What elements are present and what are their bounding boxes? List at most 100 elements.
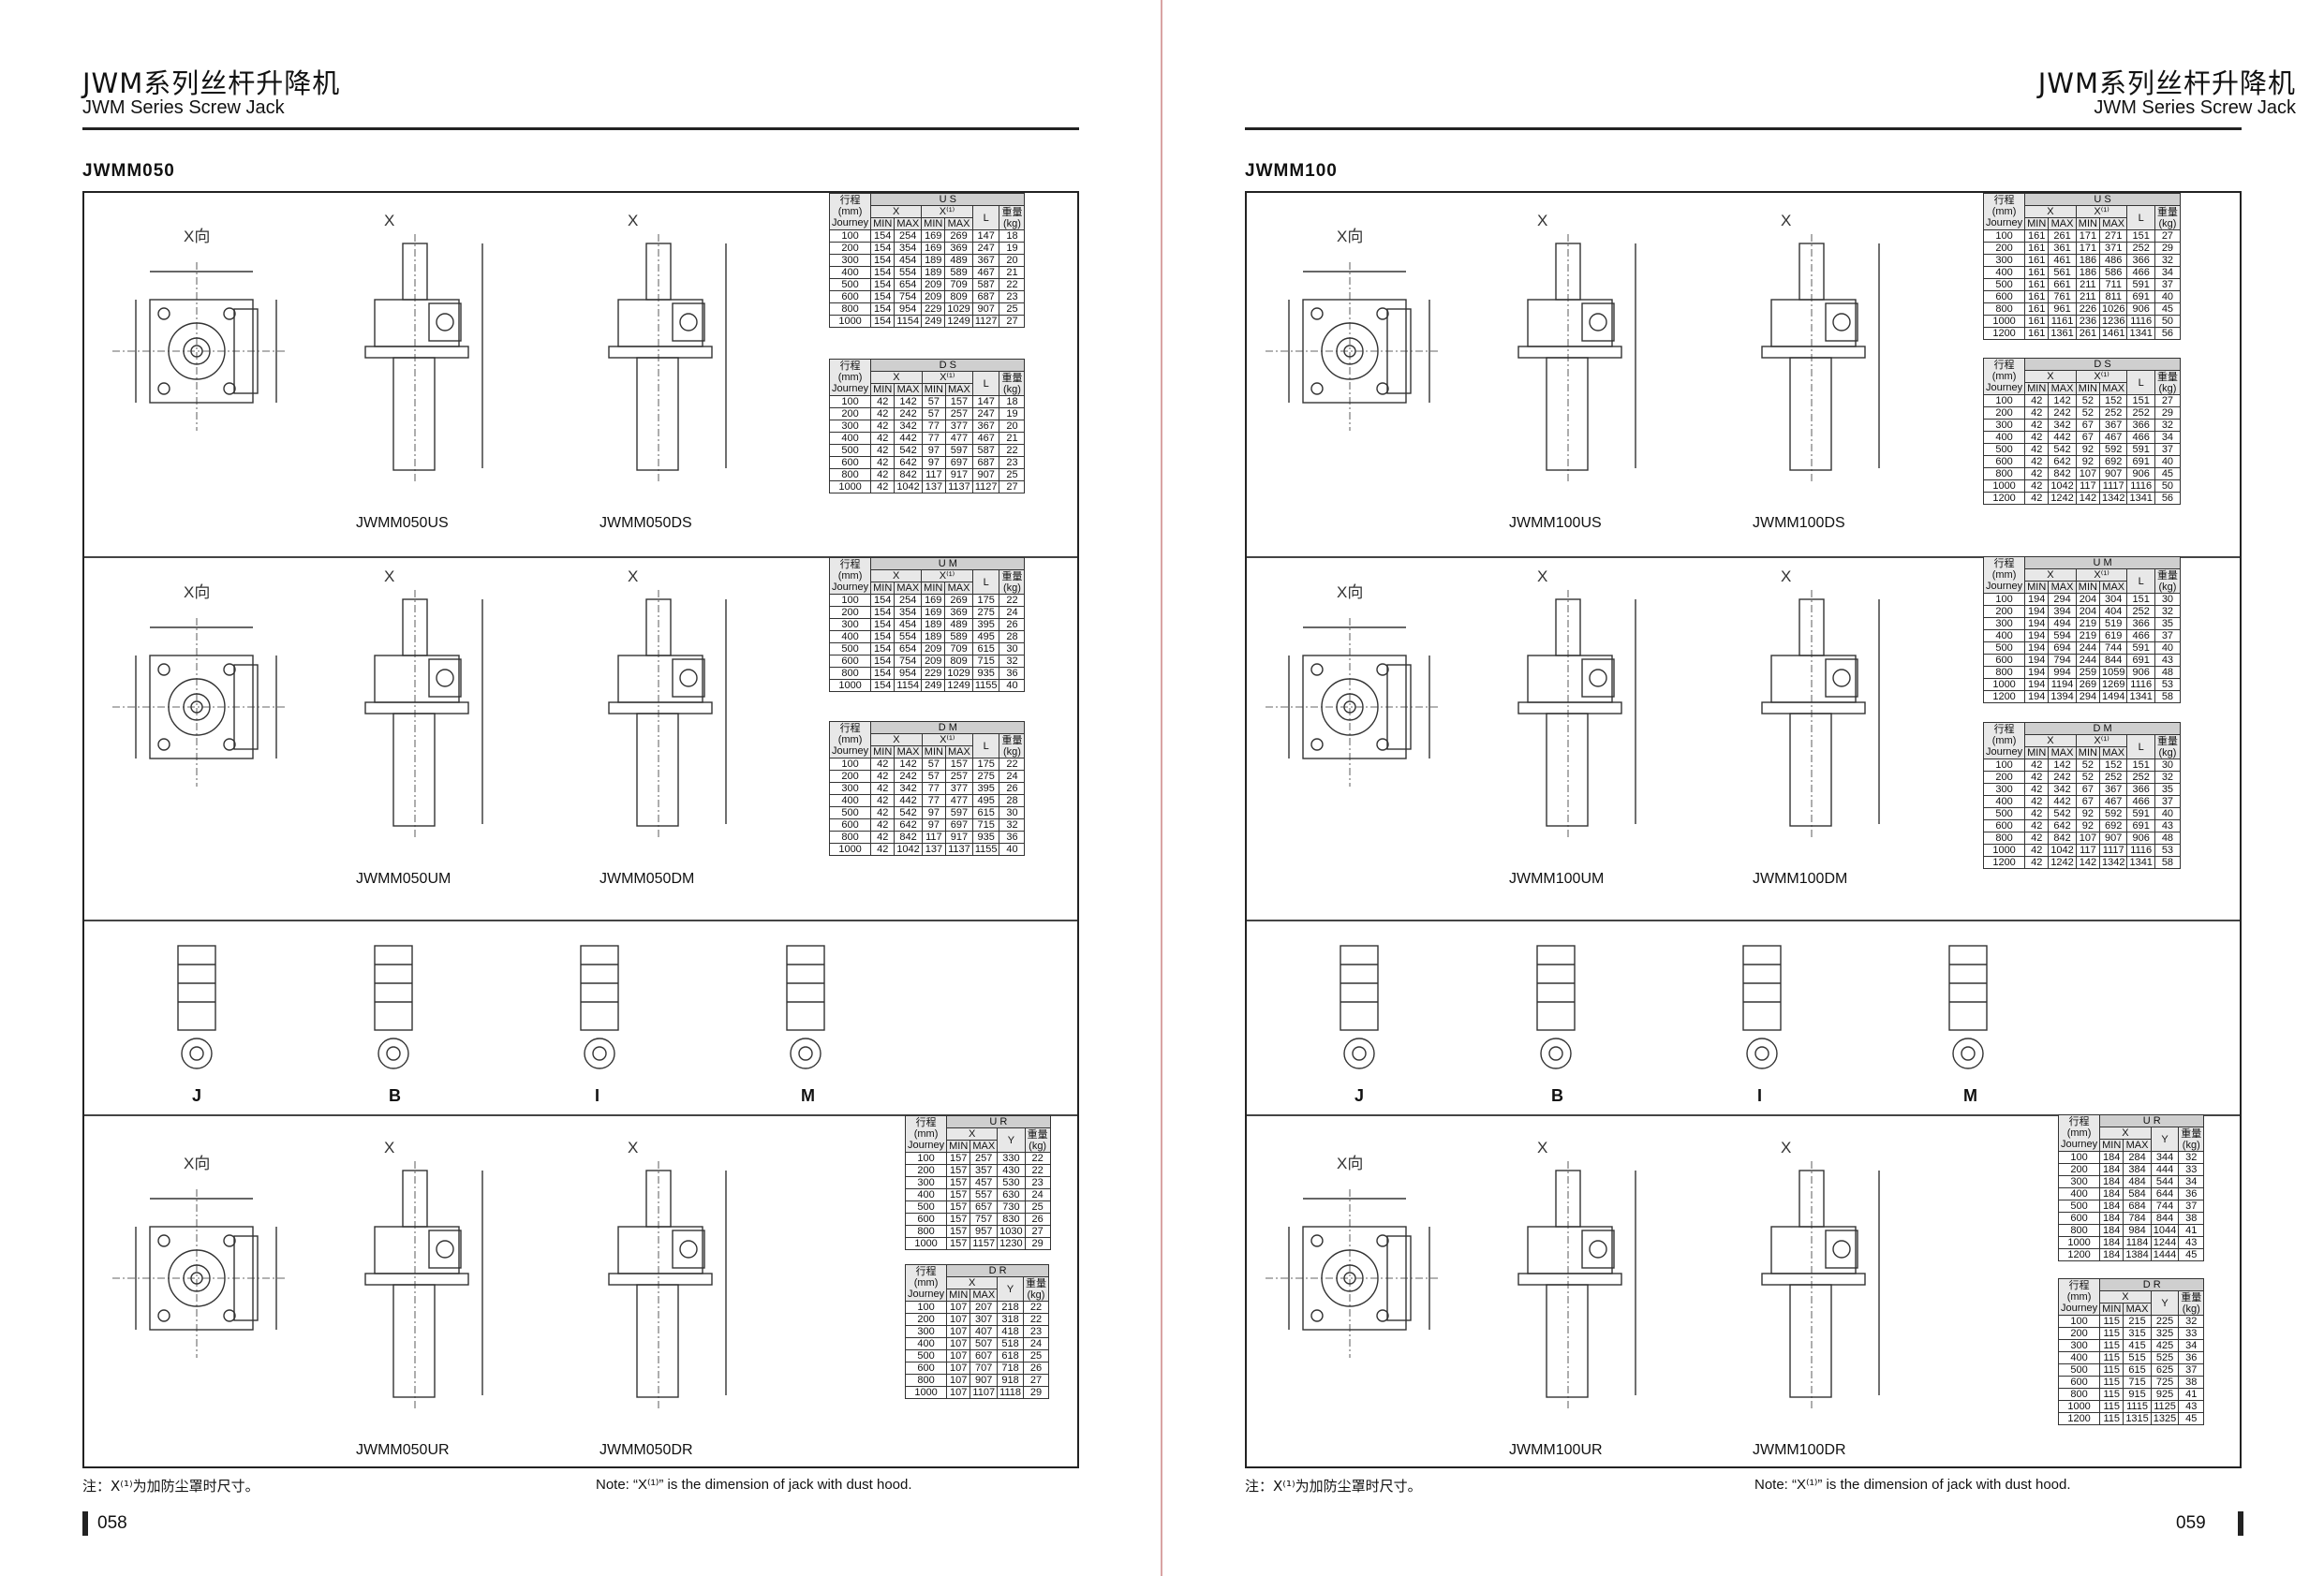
table-cell: 830	[997, 1213, 1026, 1226]
table-cell: 41	[2178, 1224, 2205, 1237]
table-cell: 37	[2154, 278, 2181, 291]
table-cell: 600	[1982, 819, 2026, 832]
header-max: MAX	[2098, 382, 2128, 395]
table-cell: 42	[870, 758, 896, 771]
table-cell: 35	[2154, 617, 2181, 630]
table-cell: 42	[870, 456, 896, 469]
table-cell: 811	[2098, 290, 2128, 303]
header-max: MAX	[894, 383, 923, 396]
table-cell: 600	[2057, 1212, 2101, 1225]
table-cell: 1155	[971, 843, 1000, 856]
table-cell: 28	[999, 794, 1026, 807]
model-caption-us: JWMM100US	[1509, 515, 1602, 531]
header-min: MIN	[2024, 382, 2050, 395]
header-x1: X⁽¹⁾	[921, 733, 973, 746]
model-caption-dr: JWMM050DR	[600, 1442, 693, 1458]
table-cell: 107	[946, 1362, 971, 1375]
table-cell: 37	[2154, 795, 2181, 808]
header-unit: (mm)	[1991, 206, 2017, 217]
table-cell: 200	[1982, 605, 2026, 618]
table-cell: 1116	[2126, 479, 2155, 493]
footnote-en: Note: “X⁽¹⁾” is the dimension of jack wi…	[1754, 1477, 2071, 1493]
table-cell: 154	[870, 242, 896, 255]
table-cell: 26	[1024, 1213, 1051, 1226]
table-cell: 1325	[2150, 1412, 2180, 1425]
table-cell: 152	[2098, 759, 2128, 772]
table-cell: 45	[2178, 1248, 2205, 1261]
header-l: L	[2126, 568, 2155, 594]
header-x: X	[870, 569, 923, 582]
table-cell: 200	[904, 1164, 948, 1177]
table-cell: 697	[944, 456, 973, 469]
table-cell: 694	[2048, 641, 2077, 655]
header-weight: 重量(kg)	[999, 205, 1026, 230]
accessory-drawing	[786, 945, 825, 1069]
table-cell: 906	[2126, 832, 2155, 845]
table-cell: 33	[2178, 1163, 2205, 1176]
table-cell: 154	[870, 290, 896, 303]
table-cell: 415	[2123, 1339, 2152, 1352]
table-cell: 100	[2057, 1151, 2101, 1164]
table-cell: 19	[999, 242, 1026, 255]
table-cell: 400	[904, 1337, 948, 1350]
table-cell: 169	[921, 242, 946, 255]
table-cell: 43	[2154, 819, 2181, 832]
table-cell: 400	[828, 266, 872, 279]
table-cell: 226	[2075, 302, 2100, 316]
model-caption-us: JWMM050US	[356, 515, 449, 531]
table-cell: 58	[2154, 856, 2181, 869]
table-cell: 115	[2099, 1339, 2124, 1352]
table-cell: 249	[921, 315, 946, 328]
table-cell: 800	[904, 1374, 948, 1387]
side-view-drawing	[608, 590, 727, 838]
header-journey: Journey	[908, 1140, 945, 1151]
header-weight: 重量(kg)	[2178, 1290, 2205, 1316]
top-view-drawing	[1266, 618, 1439, 787]
header-stroke: 行程(mm)Journey	[828, 557, 872, 595]
table-cell: 200	[2057, 1327, 2101, 1340]
table-cell: 157	[946, 1164, 971, 1177]
table-cell: 357	[970, 1164, 999, 1177]
table-cell: 800	[1982, 666, 2026, 679]
table-cell: 142	[2048, 759, 2077, 772]
header-max: MAX	[2048, 581, 2077, 594]
table-cell: 161	[2024, 242, 2050, 255]
table-cell: 1200	[1982, 856, 2026, 869]
table-cell: 247	[971, 242, 1000, 255]
table-cell: 52	[2075, 771, 2100, 784]
table-cell: 107	[946, 1301, 971, 1314]
table-cell: 1341	[2126, 856, 2155, 869]
table-cell: 654	[894, 278, 923, 291]
table-cell: 43	[2178, 1236, 2205, 1249]
table-cell: 21	[999, 266, 1026, 279]
top-view-drawing	[1266, 1189, 1439, 1358]
table-cell: 40	[999, 843, 1026, 856]
table-cell: 269	[2075, 678, 2100, 691]
table-cell: 294	[2048, 593, 2077, 606]
table-cell: 600	[904, 1362, 948, 1375]
table-cell: 204	[2075, 593, 2100, 606]
table-cell: 589	[944, 266, 973, 279]
side-view-drawing	[608, 1161, 727, 1409]
table-cell: 642	[2048, 455, 2077, 468]
table-cell: 100	[828, 758, 872, 771]
table-title: D S	[870, 359, 1026, 372]
table-cell: 394	[2048, 605, 2077, 618]
table-cell: 477	[944, 432, 973, 445]
table-cell: 315	[2123, 1327, 2152, 1340]
table-cell: 147	[971, 395, 1000, 408]
table-cell: 584	[2123, 1187, 2152, 1200]
table-cell: 687	[971, 290, 1000, 303]
